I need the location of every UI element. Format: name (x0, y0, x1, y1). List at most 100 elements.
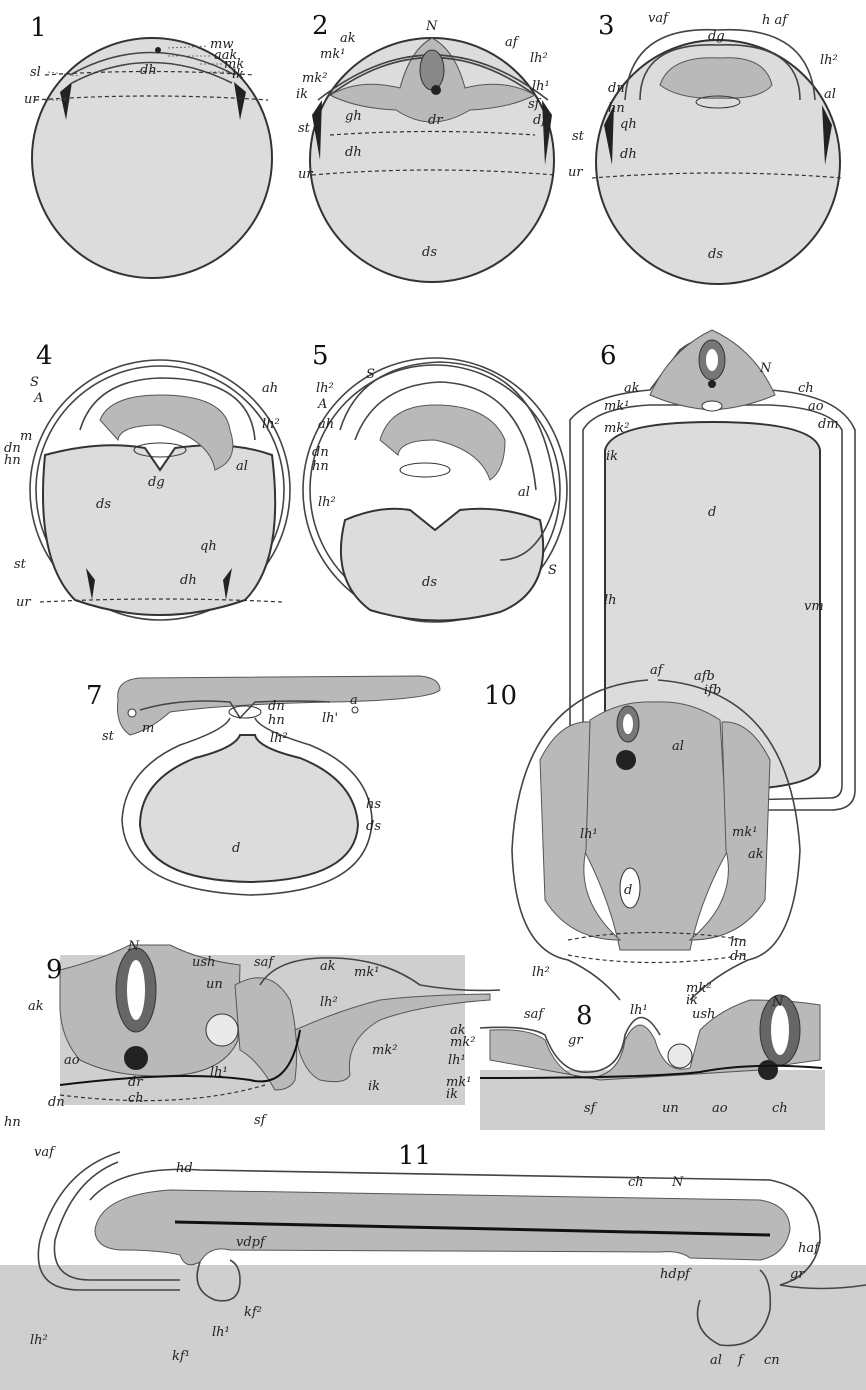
label: ah (262, 381, 278, 396)
label: ao (808, 399, 824, 414)
label: dn (608, 81, 625, 96)
label: ds (96, 497, 111, 512)
label: sl (30, 65, 41, 80)
label: ds (422, 575, 437, 590)
figure-8-number: 8 (576, 1001, 593, 1031)
label: al (236, 459, 248, 474)
label: kf¹ (172, 1349, 190, 1364)
label: ao (712, 1101, 728, 1116)
label: ao (64, 1053, 80, 1068)
label: ik (296, 87, 308, 102)
figure-5: 5 S lh² A ah dn hn al lh² ds S (303, 341, 567, 622)
figure-4: 4 S ah A lh² m dn hn dg al ds qh st dh u… (4, 341, 290, 620)
label: vm (804, 599, 824, 614)
label: dg (148, 475, 165, 490)
label: mk¹ (604, 399, 629, 414)
figure-1-number: 1 (30, 13, 47, 43)
figure-2: 2 ak N af mk¹ lh² mk² lh¹ ik sf gh dr df… (296, 11, 555, 282)
label: mk² (604, 421, 629, 436)
label: dh (345, 145, 362, 160)
label: dr (428, 113, 443, 128)
label: lh¹ (210, 1065, 228, 1080)
label: mk² (302, 71, 327, 86)
figure-9-number: 9 (46, 955, 63, 985)
label: ik (686, 993, 698, 1008)
label: lh² (320, 995, 338, 1010)
label: haf (798, 1241, 821, 1256)
label: af (505, 35, 520, 50)
label: gr (790, 1267, 805, 1282)
label: gr (568, 1033, 583, 1048)
label: al (710, 1353, 722, 1368)
label: d (232, 841, 240, 856)
label: a (350, 693, 358, 708)
label: gh (345, 109, 362, 124)
label: lh¹ (448, 1053, 466, 1068)
figure-11: 11 vaf hd ch N vdpf haf hdpf gr lh² kf¹ … (0, 1141, 866, 1390)
label: lh¹ (212, 1325, 230, 1340)
figure-7: 7 m lh' a dn hn st lh² hs ds d (86, 676, 440, 895)
label: ik (606, 449, 618, 464)
label: ush (692, 1007, 715, 1022)
label: ak (624, 381, 640, 396)
label: lh² (530, 51, 548, 66)
label: al (672, 739, 684, 754)
label: al (518, 485, 530, 500)
label: dn (268, 699, 285, 714)
label: ds (422, 245, 437, 260)
label: m (20, 429, 32, 444)
label: al (824, 87, 836, 102)
label: hd (176, 1161, 193, 1176)
label: hn (312, 459, 329, 474)
label: ik (446, 1087, 458, 1102)
figure-8: 8 saf lh¹ ush N ak mk² gr lh¹ mk¹ ik sf … (446, 995, 825, 1130)
label: dh (180, 573, 197, 588)
label: ush (192, 955, 215, 970)
label: dn (312, 445, 329, 460)
label: hn (730, 935, 747, 950)
label: vdpf (236, 1235, 267, 1250)
label: ak (748, 847, 764, 862)
label: sf (254, 1113, 268, 1128)
label: S (30, 375, 39, 390)
figure-11-number: 11 (398, 1141, 431, 1171)
label: hn (268, 713, 285, 728)
label: hn (4, 453, 21, 468)
label: ds (366, 819, 381, 834)
label: m (142, 721, 154, 736)
figure-2-number: 2 (312, 11, 329, 41)
label: hn (4, 1115, 21, 1130)
label: hdpf (660, 1267, 692, 1282)
label: lh¹ (630, 1003, 648, 1018)
label: ur (24, 92, 39, 107)
label: st (102, 729, 115, 744)
label: af (650, 663, 665, 678)
label: lh² (532, 965, 550, 980)
label: kf² (244, 1305, 262, 1320)
label: mk² (450, 1035, 475, 1050)
label: lh (604, 593, 617, 608)
label: lh² (318, 495, 336, 510)
label: dr (128, 1075, 143, 1090)
label: ur (16, 595, 31, 610)
label: d (624, 883, 632, 898)
label: ak (340, 31, 356, 46)
label: dh (140, 63, 157, 78)
label: h af (762, 13, 789, 28)
label: hs (366, 797, 381, 812)
label: lh² (262, 417, 280, 432)
label: lh² (30, 1333, 48, 1348)
label: saf (524, 1007, 545, 1022)
label: lh' (322, 711, 338, 726)
figure-10-number: 10 (484, 681, 517, 711)
label: A (317, 397, 327, 412)
label: ifb (704, 683, 721, 698)
label: saf (254, 955, 275, 970)
label: N (771, 995, 784, 1010)
label: d (708, 505, 716, 520)
label: S (548, 563, 557, 578)
label: ur (298, 167, 313, 182)
figure-3-number: 3 (598, 11, 615, 41)
label: N (425, 19, 438, 34)
